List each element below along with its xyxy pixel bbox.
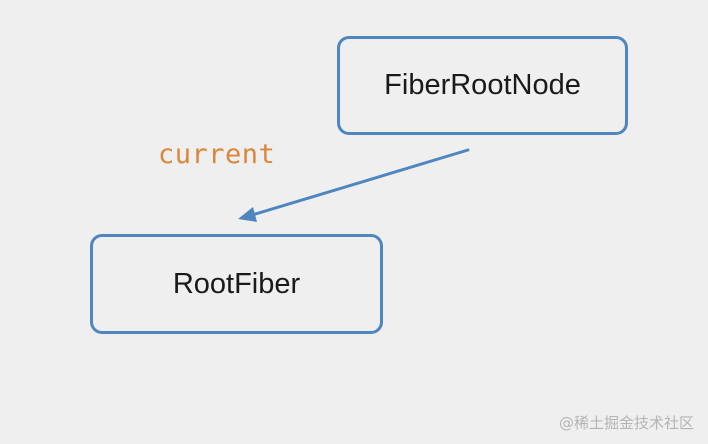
current-edge-label: current bbox=[158, 139, 276, 170]
arrow-head-icon bbox=[238, 207, 257, 222]
watermark: @稀土掘金技术社区 bbox=[558, 414, 694, 432]
fiber-root-node-box: FiberRootNode bbox=[337, 36, 628, 135]
fiber-root-node-label: FiberRootNode bbox=[384, 69, 581, 101]
root-fiber-box: RootFiber bbox=[90, 234, 383, 334]
root-fiber-label: RootFiber bbox=[172, 267, 301, 300]
arrow-line bbox=[250, 148, 470, 217]
